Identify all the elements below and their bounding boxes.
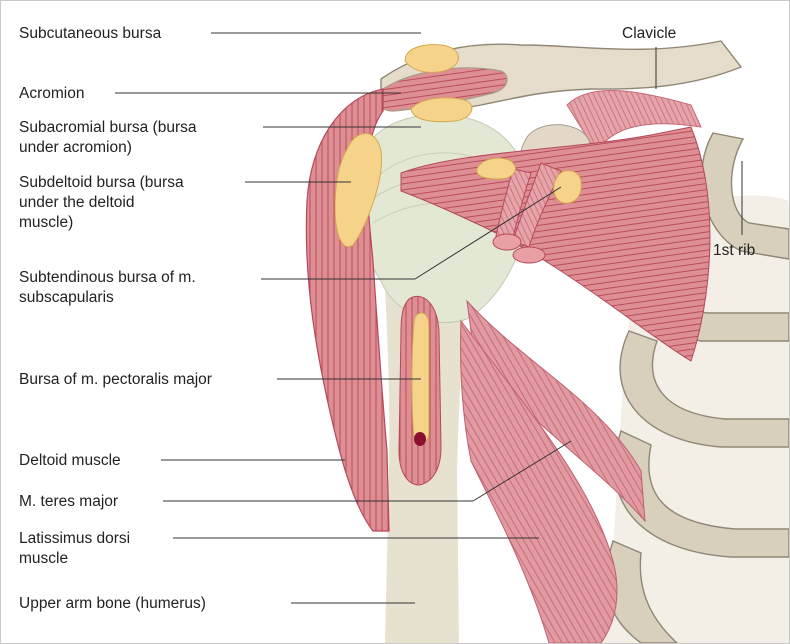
label-acromion: Acromion <box>19 84 84 103</box>
label-subdeltoid-bursa-2: under the deltoid <box>19 193 134 212</box>
label-subcutaneous-bursa: Subcutaneous bursa <box>19 24 161 43</box>
subcutaneous-bursa-shape <box>405 45 458 73</box>
label-subdeltoid-bursa-1: Subdeltoid bursa (bursa <box>19 173 184 192</box>
tendon-cut-end-1 <box>493 234 521 250</box>
label-subtendinous-bursa-1: Subtendinous bursa of m. <box>19 268 196 287</box>
label-subdeltoid-bursa-3: muscle) <box>19 213 73 232</box>
label-clavicle: Clavicle <box>622 24 676 43</box>
label-humerus: Upper arm bone (humerus) <box>19 594 206 613</box>
tendon-cut-end-2 <box>513 247 545 263</box>
label-latissimus-dorsi-1: Latissimus dorsi <box>19 529 130 548</box>
subtendinous-bursa-shape <box>554 171 582 204</box>
label-first-rib: 1st rib <box>713 241 755 260</box>
label-deltoid-muscle: Deltoid muscle <box>19 451 121 470</box>
label-latissimus-dorsi-2: muscle <box>19 549 68 568</box>
label-bursa-pectoralis-major: Bursa of m. pectoralis major <box>19 370 212 389</box>
label-subtendinous-bursa-2: subscapularis <box>19 288 114 307</box>
pectoralis-major-insertion <box>414 432 426 446</box>
label-teres-major: M. teres major <box>19 492 118 511</box>
label-subacromial-bursa-2: under acromion) <box>19 138 132 157</box>
label-subacromial-bursa-1: Subacromial bursa (bursa <box>19 118 196 137</box>
bursa-pectoralis-major-shape <box>412 313 429 444</box>
